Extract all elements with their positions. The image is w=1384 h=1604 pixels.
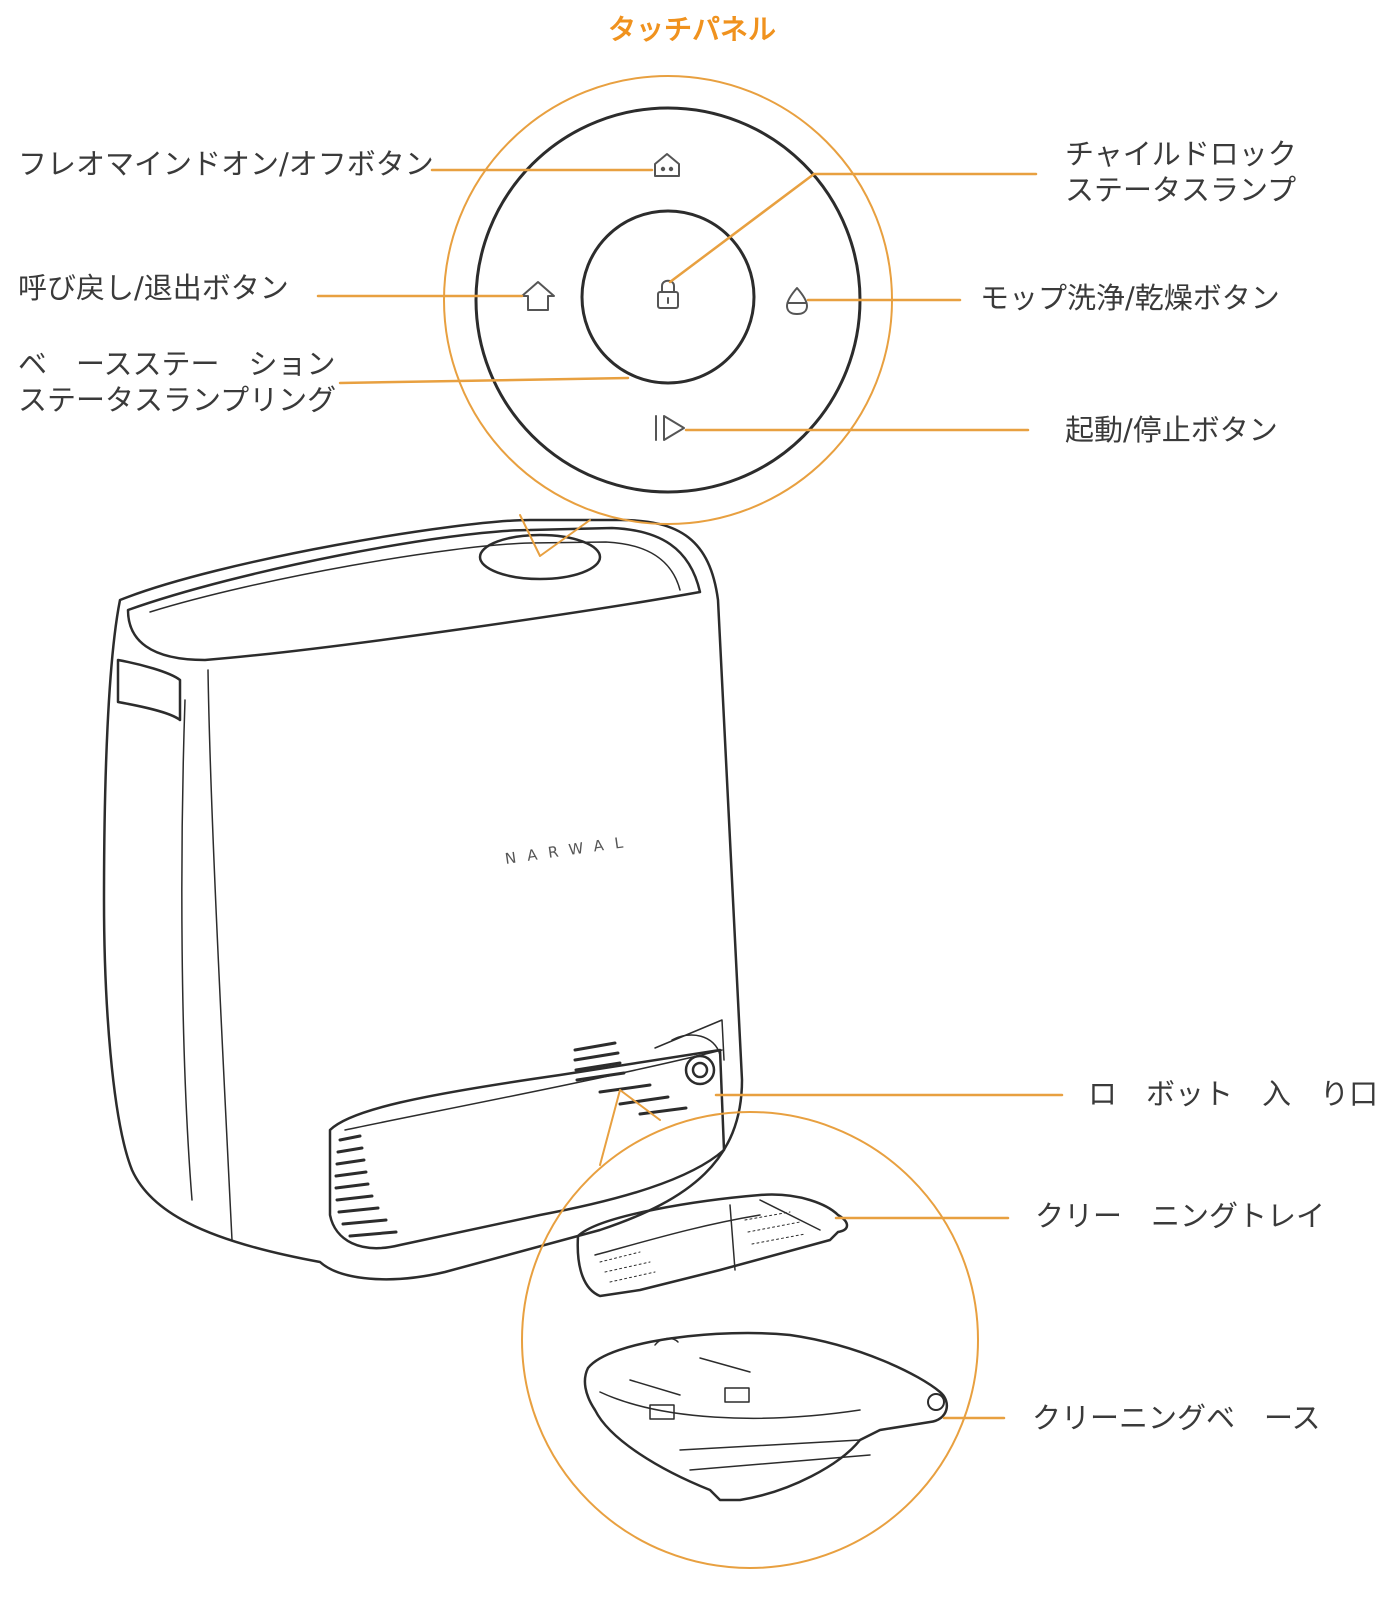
touch-panel-callout-tail xyxy=(519,514,591,557)
home-icon xyxy=(521,281,555,311)
label-cleaning-base: クリーニングベ ース xyxy=(1032,1401,1321,1435)
station-lid-inner xyxy=(149,541,681,613)
label-robot-entry: ロ ボット 入 り口 xyxy=(1088,1077,1379,1111)
panel-inner-ring xyxy=(580,209,756,385)
play-icon xyxy=(655,415,685,441)
label-base-ring-2: ステータスランプリング xyxy=(18,383,337,417)
power-icon xyxy=(654,153,680,177)
label-power-button: フレオマインドオン/オフボタン xyxy=(18,147,434,181)
cleaning-tray xyxy=(576,1193,849,1298)
station-lid xyxy=(126,526,702,662)
side-handle xyxy=(116,658,182,722)
cleaning-base xyxy=(583,1331,949,1502)
lock-icon xyxy=(657,279,679,309)
robot-entry-port xyxy=(684,1054,716,1086)
label-start-button: 起動/停止ボタン xyxy=(1065,413,1278,447)
touch-panel-ellipse xyxy=(478,533,602,581)
page-title: タッチパネル xyxy=(607,13,776,46)
station-body xyxy=(102,518,744,1281)
leader-child-lock xyxy=(668,172,1038,284)
robot-opening xyxy=(328,1048,726,1250)
label-cleaning-tray: クリー ニングトレイ xyxy=(1035,1199,1326,1233)
tray-callout-tail xyxy=(599,1089,661,1166)
label-recall-button: 呼び戻し/退出ボタン xyxy=(18,271,289,305)
label-base-ring-1: ベ ースステー ション xyxy=(18,347,336,381)
tray-texture xyxy=(599,1211,806,1283)
label-child-lock-2: ステータスランプ xyxy=(1065,173,1297,207)
station-side-edge xyxy=(181,699,193,1201)
vent-left xyxy=(334,1134,398,1238)
leader-base-ring xyxy=(338,376,630,385)
vent-back xyxy=(573,1041,688,1116)
drop-icon xyxy=(786,287,808,315)
label-child-lock-1: チャイルドロック xyxy=(1065,137,1297,171)
label-mop-button: モップ洗浄/乾燥ボタン xyxy=(980,281,1280,315)
tray-zoom-circle xyxy=(521,1111,979,1569)
